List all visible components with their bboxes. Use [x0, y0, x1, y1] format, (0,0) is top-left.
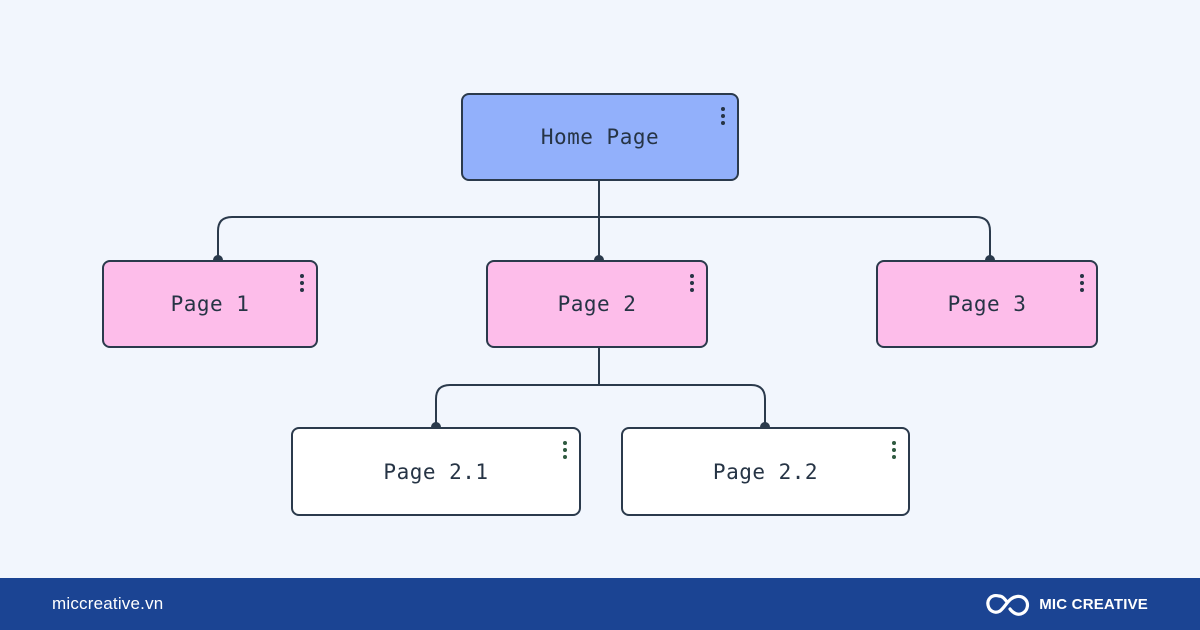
more-options-icon[interactable]	[297, 273, 307, 293]
node-page-2[interactable]: Page 2	[486, 260, 708, 348]
node-label: Page 2	[557, 292, 637, 316]
node-label: Page 1	[170, 292, 250, 316]
node-label: Home Page	[540, 125, 660, 149]
more-options-icon[interactable]	[718, 106, 728, 126]
mic-creative-logo-icon	[986, 594, 1030, 616]
footer-bar: miccreative.vn MIC CREATIVE	[0, 578, 1200, 630]
brand: MIC CREATIVE	[985, 589, 1148, 619]
node-home-page[interactable]: Home Page	[461, 93, 739, 181]
node-page-1[interactable]: Page 1	[102, 260, 318, 348]
node-page-2-1[interactable]: Page 2.1	[291, 427, 581, 516]
node-label: Page 2.1	[383, 459, 489, 484]
more-options-icon[interactable]	[889, 440, 899, 460]
more-options-icon[interactable]	[1077, 273, 1087, 293]
brand-name: MIC CREATIVE	[1039, 595, 1148, 613]
sitemap-diagram: Home Page Page 1 Page 2 Page 3 Page 2.1 …	[102, 93, 1098, 516]
connector-home-page3	[599, 216, 991, 260]
node-label: Page 3	[947, 292, 1027, 316]
connector-home-page1	[217, 216, 599, 260]
connector-page2-page22	[599, 384, 766, 427]
more-options-icon[interactable]	[560, 440, 570, 460]
node-page-2-2[interactable]: Page 2.2	[621, 427, 910, 516]
website-link[interactable]: miccreative.vn	[52, 594, 164, 613]
node-page-3[interactable]: Page 3	[876, 260, 1098, 348]
connector-page2-page21	[435, 384, 599, 427]
more-options-icon[interactable]	[687, 273, 697, 293]
node-label: Page 2.2	[712, 459, 819, 484]
